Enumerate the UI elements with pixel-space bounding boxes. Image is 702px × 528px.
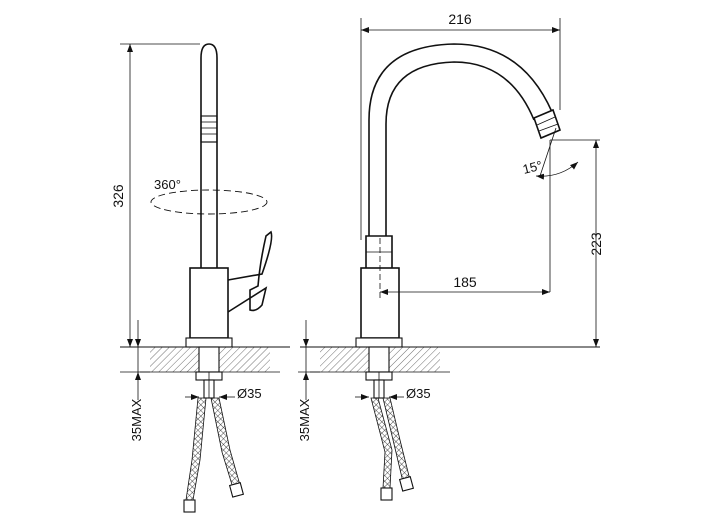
spout-height-label: 223 [588, 232, 604, 256]
spout-angle-indicator: 15° [521, 127, 600, 292]
mounting-hardware-right [365, 371, 415, 501]
countertop-right [300, 346, 600, 373]
dimension-width-total: 216 [360, 11, 561, 240]
spout-angle-label: 15° [521, 158, 544, 177]
counter-thickness-right-label: 35MAX [297, 398, 312, 441]
dimension-hole-right: Ø35 [355, 386, 431, 401]
dimension-counter-left: 35MAX [120, 320, 150, 441]
dimension-spout-height: 223 [588, 140, 604, 347]
counter-thickness-left-label: 35MAX [129, 398, 144, 441]
rotation-label: 360° [154, 177, 181, 192]
height-total-label: 326 [110, 184, 126, 208]
mounting-hardware-left [183, 371, 245, 513]
side-view-left: 360° 326 35MAX [110, 43, 290, 513]
dimension-counter-right: 35MAX [297, 320, 320, 441]
faucet-body-right [355, 43, 562, 373]
width-total-label: 216 [448, 11, 472, 27]
dimension-height-total: 326 [110, 43, 200, 347]
faucet-body-left [185, 43, 273, 373]
hole-diameter-right-label: Ø35 [406, 386, 431, 401]
dimension-spout-reach: 185 [379, 238, 550, 300]
spout-reach-label: 185 [453, 274, 477, 290]
side-view-right: 15° 216 185 223 [297, 11, 604, 501]
rotation-indicator: 360° [150, 177, 268, 215]
hole-diameter-left-label: Ø35 [237, 386, 262, 401]
dimension-hole-left: Ø35 [185, 386, 262, 401]
